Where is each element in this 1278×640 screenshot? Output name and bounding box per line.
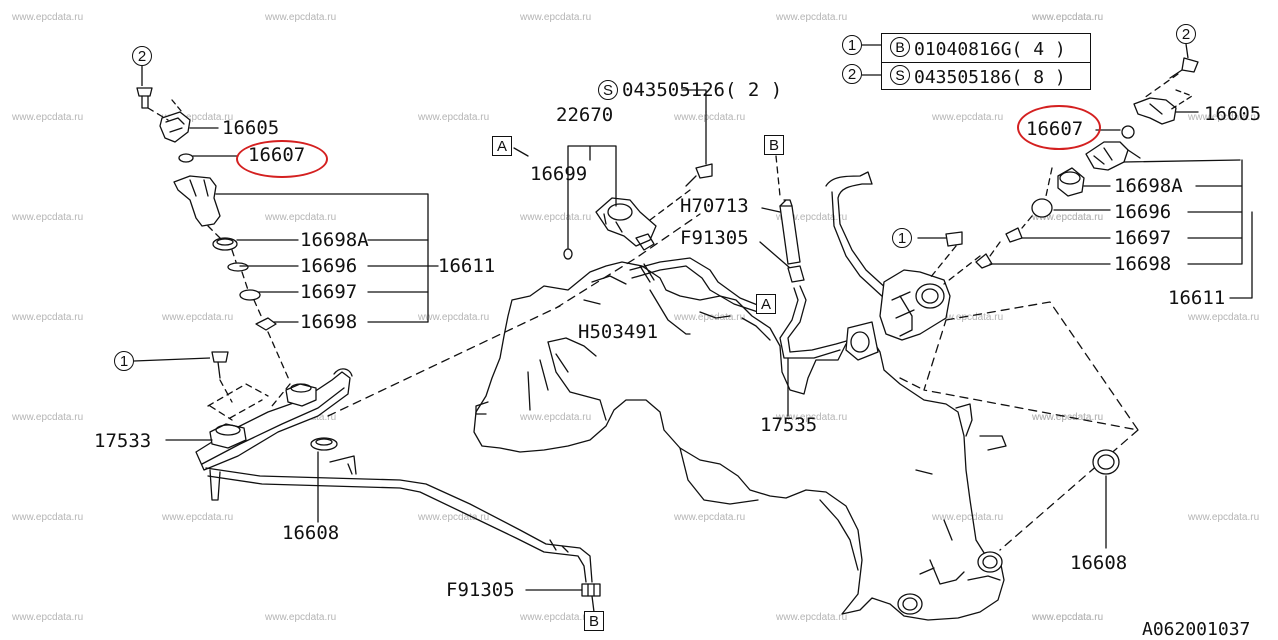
part-label-16697-right: 16697 xyxy=(1114,227,1172,249)
legend-num-1: 1 xyxy=(842,35,862,55)
legend-part-2: 043505186( 8 ) xyxy=(914,67,1066,88)
part-label-16605-left: 16605 xyxy=(222,117,280,139)
callout-ref-1-left: 1 xyxy=(114,351,134,371)
watermark-text: www.epcdata.ru xyxy=(1032,412,1104,423)
part-label-16608-left: 16608 xyxy=(282,522,340,544)
watermark-text: www.epcdata.ru xyxy=(776,612,848,623)
legend-row-1: B 01040816G( 4 ) xyxy=(882,34,1090,63)
watermark-text: www.epcdata.ru xyxy=(776,412,848,423)
watermark-text: www.epcdata.ru xyxy=(520,412,592,423)
watermark-text: www.epcdata.ru xyxy=(1032,12,1104,23)
part-label-16611-left: 16611 xyxy=(438,255,496,277)
legend-type-bolt: B xyxy=(890,37,910,57)
ref-marker-b-top: B xyxy=(764,135,784,155)
watermark-text: www.epcdata.ru xyxy=(520,612,592,623)
part-label-16608-right: 16608 xyxy=(1070,552,1128,574)
watermark-text: www.epcdata.ru xyxy=(418,512,490,523)
diagram-code: A062001037 xyxy=(1142,619,1251,640)
watermark-text: www.epcdata.ru xyxy=(12,12,84,23)
watermark-text: www.epcdata.ru xyxy=(265,12,337,23)
watermark-text: www.epcdata.ru xyxy=(12,612,84,623)
watermark-text: www.epcdata.ru xyxy=(1188,512,1260,523)
part-label-f91305-bottom: F91305 xyxy=(446,579,515,601)
watermark-text: www.epcdata.ru xyxy=(162,512,234,523)
legend-part-1: 01040816G( 4 ) xyxy=(914,39,1066,60)
watermark-text: www.epcdata.ru xyxy=(520,12,592,23)
fastener-legend-table: B 01040816G( 4 ) S 043505186( 8 ) xyxy=(881,33,1091,90)
part-label-16697-left: 16697 xyxy=(300,281,358,303)
part-label-16698-left: 16698 xyxy=(300,311,358,333)
highlight-ellipse-16607-right xyxy=(1017,105,1101,150)
part-label-16696-right: 16696 xyxy=(1114,201,1172,223)
part-label-17535: 17535 xyxy=(760,414,818,436)
watermark-text: www.epcdata.ru xyxy=(12,312,84,323)
screw-spec-label: 043505126( 2 ) xyxy=(622,79,783,101)
watermark-text: www.epcdata.ru xyxy=(1188,112,1260,123)
part-label-16698a-right: 16698A xyxy=(1114,175,1183,197)
part-label-16605-right: 16605 xyxy=(1204,103,1262,125)
part-label-f91305-top: F91305 xyxy=(680,227,749,249)
watermark-text: www.epcdata.ru xyxy=(12,412,84,423)
watermark-text: www.epcdata.ru xyxy=(776,12,848,23)
part-label-16698-right: 16698 xyxy=(1114,253,1172,275)
part-label-22670: 22670 xyxy=(556,104,614,126)
watermark-text: www.epcdata.ru xyxy=(1032,412,1104,423)
left-injector-assembly xyxy=(136,87,439,383)
ref-marker-a-mid: A xyxy=(756,294,776,314)
watermark-text: www.epcdata.ru xyxy=(674,512,746,523)
watermark-text: www.epcdata.ru xyxy=(12,112,84,123)
part-label-16698a-left: 16698A xyxy=(300,229,369,251)
legend-row-2: S 043505186( 8 ) xyxy=(882,62,1090,90)
ref-marker-a-top: A xyxy=(492,136,512,156)
highlight-ellipse-16607-left xyxy=(236,140,328,178)
watermark-text: www.epcdata.ru xyxy=(1188,312,1260,323)
watermark-text: www.epcdata.ru xyxy=(265,612,337,623)
ref-marker-b-bottom: B xyxy=(584,611,604,631)
callout-ref-1-right: 1 xyxy=(892,228,912,248)
watermark-text: www.epcdata.ru xyxy=(932,512,1004,523)
watermark-text: www.epcdata.ru xyxy=(12,512,84,523)
callout-ref-2-right: 2 xyxy=(1176,24,1196,44)
part-label-16696-left: 16696 xyxy=(300,255,358,277)
part-label-16611-right: 16611 xyxy=(1168,287,1226,309)
right-fuel-rail xyxy=(825,171,1139,551)
part-label-h70713: H70713 xyxy=(680,195,749,217)
watermark-text: www.epcdata.ru xyxy=(12,212,84,223)
left-fuel-rail xyxy=(165,213,701,613)
callout-ref-2-left: 2 xyxy=(132,46,152,66)
legend-type-screw: S xyxy=(890,65,910,85)
watermark-text: www.epcdata.ru xyxy=(1032,612,1104,623)
part-label-16699: 16699 xyxy=(530,163,588,185)
watermark-text: www.epcdata.ru xyxy=(1032,12,1104,23)
screw-spec-symbol: S xyxy=(598,80,618,100)
part-label-17533: 17533 xyxy=(94,430,152,452)
watermark-text: www.epcdata.ru xyxy=(1032,612,1104,623)
part-label-h503491: H503491 xyxy=(578,321,659,343)
legend-num-2: 2 xyxy=(842,64,862,84)
